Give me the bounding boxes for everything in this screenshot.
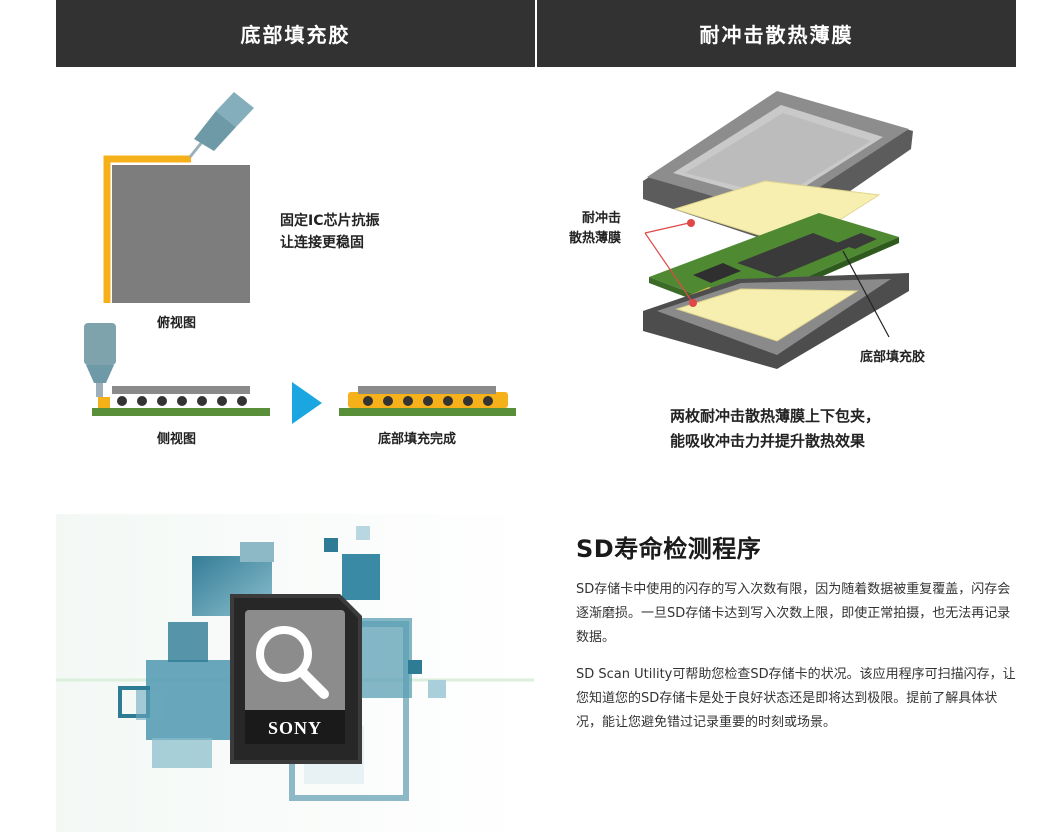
underfill-bead-top-view: [103, 155, 191, 303]
film-label-line1: 耐冲击: [582, 211, 622, 226]
arrow-right-icon: [292, 382, 322, 424]
film-caption: 两枚耐冲击散热薄膜上下包夹， 能吸收冲击力并提升散热效果: [670, 404, 880, 454]
underfill-pointer-line: [842, 250, 890, 338]
side-view-solder-balls: [117, 396, 247, 406]
film-marker-upper: [687, 219, 695, 227]
header-underfill-title: 底部填充胶: [240, 23, 351, 47]
pixel-blocks: [118, 526, 446, 801]
film-pointer-lines: [644, 222, 694, 304]
underfill-label: 底部填充胶: [860, 350, 926, 365]
top-view-chip: [112, 165, 250, 303]
done-label: 底部填充完成: [378, 432, 457, 447]
film-caption-line1: 两枚耐冲击散热薄膜上下包夹，: [670, 407, 881, 425]
film-marker-lower: [689, 299, 697, 307]
side-view-chip: [112, 386, 250, 394]
header-underfill: 底部填充胶: [56, 0, 535, 67]
upper-film: [673, 180, 881, 248]
side-needle-icon: [84, 323, 116, 397]
dispenser-needle-icon: [188, 92, 254, 158]
sd-section-title: SD寿命检测程序: [576, 535, 762, 563]
lower-film: [675, 288, 859, 342]
film-caption-line2: 能吸收冲击力并提升散热效果: [670, 431, 866, 450]
fix-caption: 固定IC芯片抗振 让连接更稳固: [280, 211, 379, 254]
sd-paragraph-2: SD Scan Utility可帮助您检查SD存储卡的状况。该应用程序可扫描闪存…: [576, 667, 1016, 730]
sony-sd-card: SONY: [230, 594, 362, 764]
underfill-diagram: [84, 92, 516, 424]
top-view-label: 俯视图: [157, 316, 197, 331]
film-label: 耐冲击 散热薄膜: [569, 209, 621, 249]
side-view-label: 侧视图: [157, 432, 197, 447]
sd-card-exploded-diagram: [643, 91, 913, 369]
side-view-pcb: [92, 408, 270, 416]
film-label-line2: 散热薄膜: [569, 231, 622, 247]
sd-paragraph-1: SD存储卡中使用的闪存的写入次数有限，因为随着数据被重复覆盖，闪存会逐渐磨损。一…: [576, 582, 1011, 645]
magnifier-icon: [256, 626, 329, 699]
header-shock-film-title: 耐冲击散热薄膜: [699, 23, 854, 47]
header-shock-film: 耐冲击散热薄膜: [537, 0, 1016, 67]
done-view-chip: [358, 386, 496, 394]
done-view-solder-balls: [363, 396, 493, 406]
fix-caption-line2: 让连接更稳固: [280, 234, 364, 251]
side-view-underfill-start: [98, 397, 110, 408]
done-view-pcb: [339, 408, 516, 416]
sd-card-illustration: SONY: [56, 514, 534, 832]
card-brand-logo: SONY: [268, 718, 322, 738]
fix-caption-line1: 固定IC芯片抗振: [280, 213, 380, 229]
